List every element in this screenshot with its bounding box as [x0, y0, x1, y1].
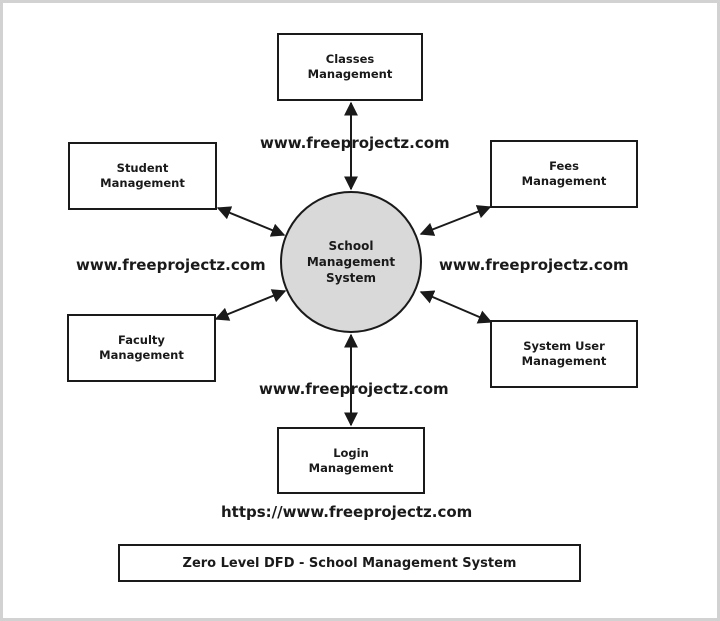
watermark-right: www.freeprojectz.com: [439, 256, 629, 274]
faculty-management-box: Faculty Management: [67, 314, 216, 382]
fees-management-box: Fees Management: [490, 140, 638, 208]
student-management-box: Student Management: [68, 142, 217, 210]
flow-fees: [419, 205, 492, 236]
diagram-caption: Zero Level DFD - School Management Syste…: [118, 544, 581, 582]
watermark-bottom: www.freeprojectz.com: [259, 380, 449, 398]
school-management-system-process: School Management System: [280, 191, 422, 333]
watermark-footer: https://www.freeprojectz.com: [221, 503, 473, 521]
login-management-box: Login Management: [277, 427, 425, 494]
watermark-left: www.freeprojectz.com: [76, 256, 266, 274]
system-user-management-box: System User Management: [490, 320, 638, 388]
flow-student: [216, 206, 286, 237]
classes-management-box: Classes Management: [277, 33, 423, 101]
watermark-top: www.freeprojectz.com: [260, 134, 450, 152]
flow-faculty: [214, 289, 287, 321]
flow-system-user: [419, 290, 493, 324]
